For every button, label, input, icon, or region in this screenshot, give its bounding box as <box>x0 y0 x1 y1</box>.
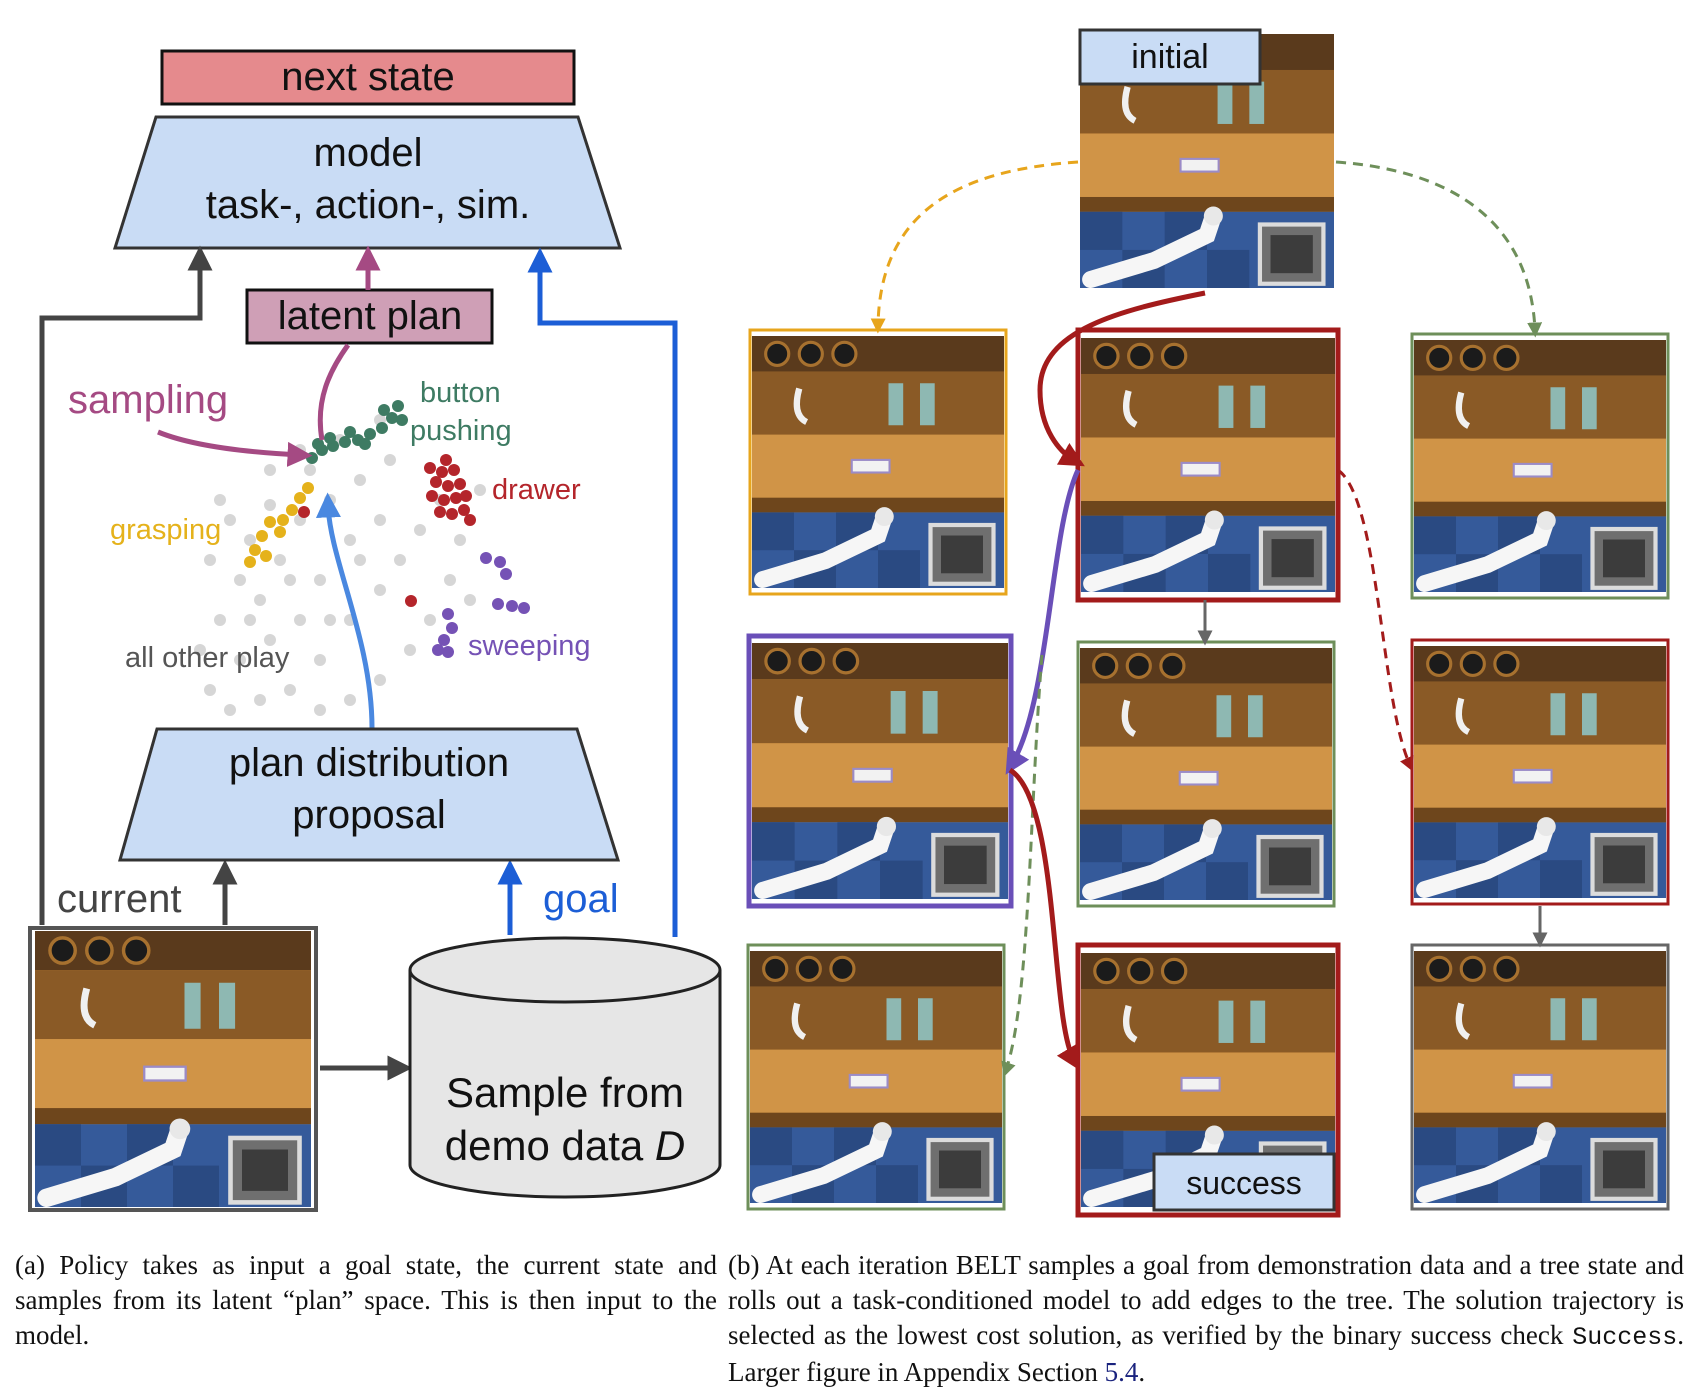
node-r2-right-image <box>1414 646 1666 898</box>
node-r3-mid-frame <box>1075 942 1341 1218</box>
button-label: button <box>420 377 501 409</box>
plan-proposal-label-2: proposal <box>292 793 445 837</box>
demo-data-label: demo data D <box>445 1122 686 1169</box>
caption-b-end: . <box>1138 1357 1146 1387</box>
caption-b-text-1: (b) At each iteration BELT samples a goa… <box>728 1250 1684 1350</box>
next-state-box <box>160 49 576 106</box>
node-r1-mid-image <box>1081 338 1335 592</box>
goal-to-model-arrow <box>527 247 678 937</box>
all-other-play-label: all other play <box>125 642 290 674</box>
goal-label: goal <box>543 877 619 921</box>
sampling-arrow <box>157 429 313 467</box>
latent-space-scatter <box>194 400 530 716</box>
model-trapezoid <box>112 115 623 250</box>
edge-initial-to-right <box>1335 160 1543 338</box>
node-r1-right-image <box>1414 340 1666 592</box>
sample-from-label: Sample from <box>446 1069 684 1116</box>
caption-a: (a) Policy takes as input a goal state, … <box>15 1248 717 1353</box>
belt-diagram: next state model task-, action-, sim. la… <box>28 28 1670 1218</box>
node-r3-left-image <box>750 951 1002 1203</box>
current-label: current <box>57 877 182 921</box>
demo-data-text: demo data <box>445 1122 655 1169</box>
grasping-label: grasping <box>110 514 221 546</box>
success-label: success <box>1186 1165 1302 1201</box>
edge-row2-left-to-success <box>1008 767 1081 1071</box>
caption-a-text: (a) Policy takes as input a goal state, … <box>15 1250 717 1350</box>
sweeping-label: sweeping <box>468 630 591 662</box>
success-label-box <box>1152 1152 1336 1212</box>
plan-proposal-trapezoid <box>118 727 621 862</box>
initial-label: initial <box>1131 38 1208 76</box>
next-state-label: next state <box>281 55 454 99</box>
model-label: model <box>314 131 423 175</box>
demo-data-cylinder <box>408 936 722 1199</box>
cluster-to-latent-arrow <box>317 343 351 441</box>
edge-initial-to-left <box>870 160 1079 334</box>
initial-label-box <box>1078 28 1262 86</box>
node-r2-right-frame <box>1410 638 1670 906</box>
latent-plan-box <box>245 288 494 345</box>
caption-b: (b) At each iteration BELT samples a goa… <box>728 1248 1684 1390</box>
edge-mid-to-row2-right <box>1337 468 1414 772</box>
sweeping-points <box>432 552 530 658</box>
caption-b-text-2: . Larger figure in Appendix Section <box>728 1320 1684 1387</box>
proposal-to-cluster-arrow <box>315 492 375 729</box>
model-types-label: task-, action-, sim. <box>206 183 531 227</box>
node-r1-left-image <box>752 336 1004 588</box>
drawer-label: drawer <box>492 474 581 506</box>
plan-proposal-label-1: plan distribution <box>229 741 509 785</box>
button-pushing-points <box>306 400 408 464</box>
pushing-label: pushing <box>410 415 512 447</box>
sampling-label: sampling <box>68 378 228 422</box>
other-play-points <box>194 414 486 716</box>
caption-b-code: Success <box>1572 1323 1678 1352</box>
node-r2-mid-image <box>1080 648 1332 900</box>
node-r2-left-image <box>752 643 1008 899</box>
edge-initial-to-mid <box>1037 290 1206 467</box>
node-r3-right-image <box>1414 951 1666 1203</box>
edge-row2-left-to-row3-left <box>1001 654 1044 1078</box>
edge-mid-to-row2-left <box>1005 468 1081 775</box>
grasping-points <box>244 482 314 568</box>
current-state-image <box>35 931 311 1207</box>
latent-plan-label: latent plan <box>278 294 463 338</box>
demo-data-variable: D <box>655 1122 685 1169</box>
caption-b-appendix-link[interactable]: 5.4 <box>1104 1357 1139 1387</box>
current-to-model-arrow <box>39 245 213 925</box>
drawer-points <box>298 454 476 607</box>
